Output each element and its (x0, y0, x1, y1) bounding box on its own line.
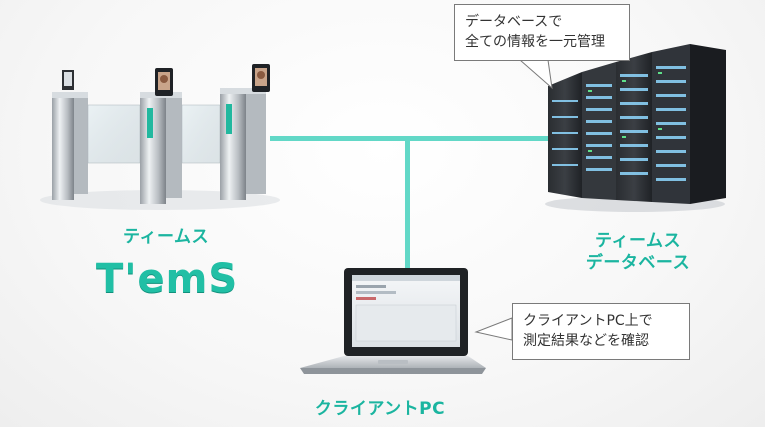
server-label: ティームス データベース (568, 230, 708, 274)
server-racks-image (545, 44, 726, 212)
bubble-tail-pc (474, 317, 514, 341)
network-connector (270, 136, 556, 270)
database-callout-line1: データベースで (465, 14, 563, 30)
server-label-line2: データベース (585, 253, 691, 273)
server-label-line1: ティームス (595, 231, 681, 251)
tems-logo: T'emS (96, 256, 239, 302)
client-pc-label: クライアントPC (314, 399, 446, 419)
client-pc-callout-line2: 測定結果などを確認 (523, 333, 649, 349)
gate-label: ティームス (123, 227, 209, 247)
client-pc-callout: クライアントPC上で 測定結果などを確認 (512, 303, 690, 360)
turnstile-gates-image (40, 64, 280, 210)
client-pc-callout-line1: クライアントPC上で (523, 313, 653, 329)
bubble-tail-db (518, 58, 553, 90)
laptop-image (300, 268, 486, 374)
database-callout: データベースで 全ての情報を一元管理 (454, 4, 630, 61)
database-callout-line2: 全ての情報を一元管理 (465, 34, 605, 50)
